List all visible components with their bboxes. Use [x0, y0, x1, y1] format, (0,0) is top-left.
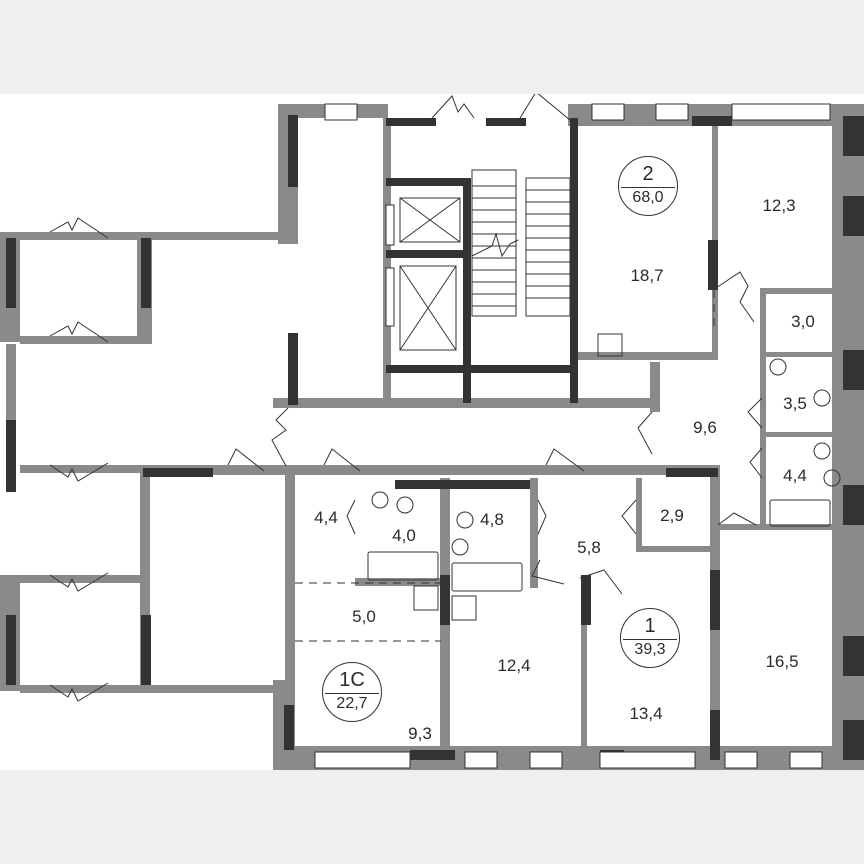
apartment-badge-2: 2 68,0 — [618, 156, 678, 216]
room-area: 9,3 — [408, 724, 432, 743]
apartment-badge-1: 1 39,3 — [620, 608, 680, 668]
room-area: 3,0 — [791, 312, 815, 331]
room-area: 5,0 — [352, 607, 376, 626]
room-area: 4,0 — [392, 526, 416, 545]
room-area: 2,9 — [660, 506, 684, 525]
room-area: 4,8 — [480, 510, 504, 529]
floor-plan-drawing — [0, 94, 864, 770]
room-area: 4,4 — [314, 508, 338, 527]
room-area: 3,5 — [783, 394, 807, 413]
room-area: 13,4 — [629, 704, 663, 723]
room-area: 12,3 — [762, 196, 796, 215]
room-area: 4,4 — [783, 466, 807, 485]
apartment-badge-1c: 1С 22,7 — [322, 662, 382, 722]
room-area: 18,7 — [630, 266, 664, 285]
floor-plan: 2 68,0 1С 22,7 1 39,3 18,7 12,3 3,0 3,5 … — [0, 94, 864, 770]
room-area: 9,6 — [693, 418, 717, 437]
room-area: 5,8 — [577, 538, 601, 557]
room-area: 12,4 — [497, 656, 531, 675]
room-area: 16,5 — [765, 652, 799, 671]
